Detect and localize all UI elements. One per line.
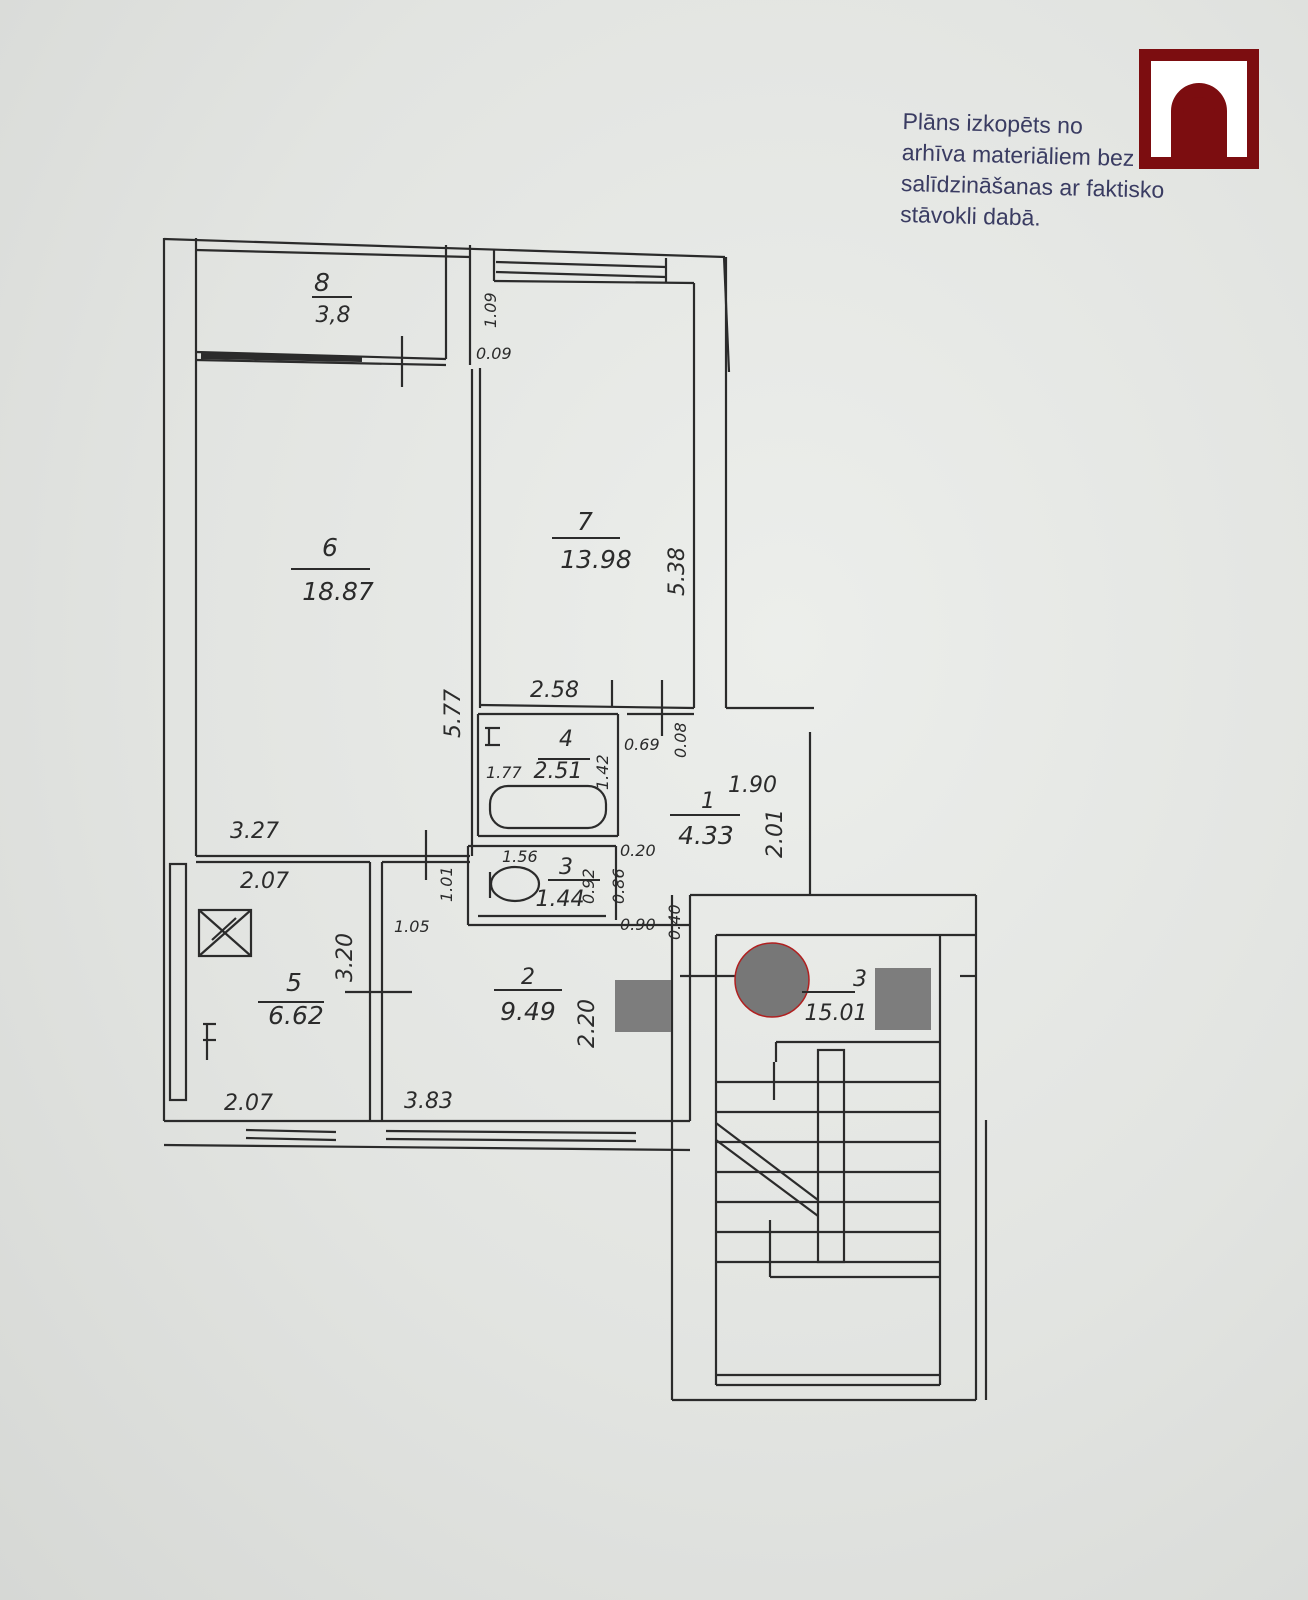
redaction-block (615, 980, 671, 1032)
dim-5-38: 5.38 (665, 547, 690, 596)
room-2-number: 2 (521, 965, 535, 990)
dim-3-20: 3.20 (333, 933, 358, 982)
arch-logo-icon (1139, 49, 1259, 169)
room-8-number: 8 (314, 268, 330, 297)
room-3-number: 3 (559, 855, 573, 880)
dim-0-69: 0.69 (624, 735, 660, 754)
dim-2-07-bottom: 2.07 (224, 1091, 273, 1116)
room-8-area: 3,8 (316, 303, 351, 328)
dim-1-42: 1.42 (593, 754, 612, 790)
dimension-labels: 1.09 0.09 5.38 2.58 5.77 0.69 0.08 1.77 … (224, 292, 788, 1116)
room-1-number: 1 (701, 789, 715, 814)
room-5-number: 5 (286, 968, 302, 997)
dim-0-09: 0.09 (476, 344, 512, 363)
dim-3-83: 3.83 (404, 1089, 453, 1114)
room-6-area: 18.87 (302, 577, 374, 606)
room-2-area: 9.49 (500, 997, 556, 1026)
dim-0-90: 0.90 (620, 915, 656, 934)
redaction-circle (734, 942, 810, 1018)
dim-2-20: 2.20 (575, 999, 600, 1048)
dim-0-20: 0.20 (620, 841, 656, 860)
dim-1-56: 1.56 (502, 847, 538, 866)
dim-1-05: 1.05 (394, 917, 430, 936)
room-3-area: 1.44 (536, 887, 585, 912)
dim-1-77: 1.77 (486, 763, 522, 782)
dim-5-77: 5.77 (441, 689, 466, 738)
dim-1-01: 1.01 (437, 866, 456, 902)
dim-2-01: 2.01 (763, 809, 788, 858)
room-labels: 8 3,8 6 18.87 7 13.98 4 2.51 1 4.33 3 1.… (268, 268, 867, 1030)
stairwell-area: 15.01 (805, 1001, 868, 1026)
dim-1-09: 1.09 (481, 292, 500, 328)
dim-1-90: 1.90 (728, 773, 777, 798)
room-7-area: 13.98 (560, 545, 632, 574)
room-4-area: 2.51 (534, 759, 583, 784)
dim-3-27: 3.27 (230, 819, 279, 844)
dim-0-86: 0.86 (609, 868, 628, 904)
room-7-number: 7 (577, 507, 593, 536)
dim-0-08: 0.08 (671, 722, 690, 758)
stairwell-number: 3 (853, 967, 867, 992)
dim-0-92: 0.92 (579, 868, 598, 904)
room-1-area: 4.33 (678, 821, 734, 850)
room-5-area: 6.62 (268, 1001, 324, 1030)
walls (162, 237, 988, 1402)
redaction-block (875, 968, 931, 1030)
dim-2-07-top: 2.07 (240, 869, 289, 894)
room-4-number: 4 (559, 727, 573, 752)
room-6-number: 6 (322, 533, 338, 562)
dim-2-58: 2.58 (530, 678, 579, 703)
fraction-bars (258, 296, 855, 1003)
dim-0-40: 0.40 (665, 904, 684, 940)
